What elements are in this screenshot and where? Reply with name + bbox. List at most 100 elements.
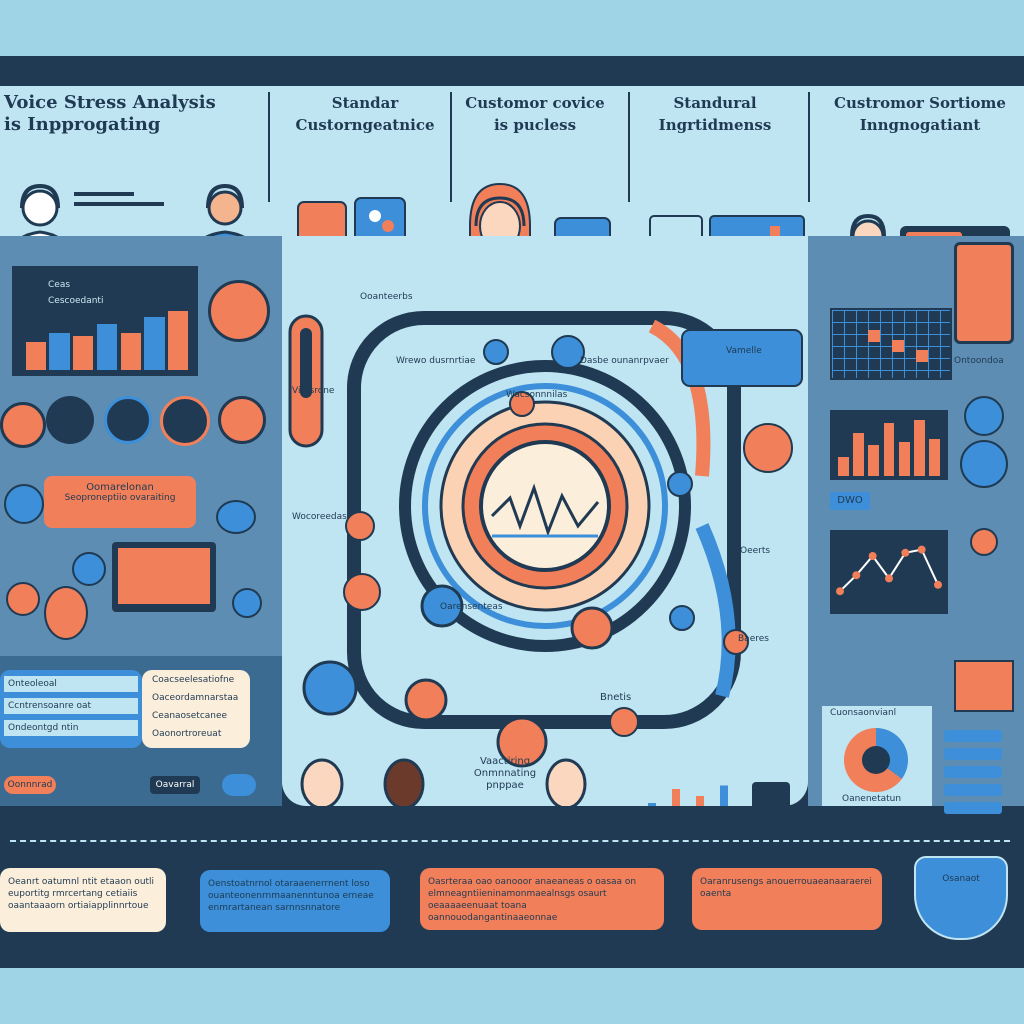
right-bar [883,423,895,476]
face-icon [0,402,46,448]
chat-icon [216,500,256,534]
timeline-line [10,840,1010,842]
left-bar [25,342,47,370]
header-col2-line1: Standar [331,94,399,112]
header-col4-line2: Ingrtidmenss [658,116,772,134]
flow-label: Viatsrone [292,386,335,396]
callout-subtitle: Seoproneptiio ovaraiting [64,493,176,503]
right-bars [836,414,942,476]
node-icon [723,629,749,655]
left-bar [73,335,94,370]
line-point [901,548,910,557]
bottom-label: Vaactiring Onmnnating pnppae [460,756,550,792]
settings-icon [218,396,266,444]
oavarral-button[interactable]: Oavarral [150,776,200,794]
alert-icon [160,396,210,446]
touch-icon [964,396,1004,436]
right-bar [853,432,865,476]
right-bar [928,438,940,476]
stat-pill [944,766,1002,778]
left-list-item: Ondeontgd ntin [4,720,138,736]
line-point [934,580,942,589]
flow-label: Vamelle [726,346,762,356]
header-col5-line1: Custromor Sortiome [834,94,1006,112]
stat-pill [944,802,1002,814]
header-col1: Voice Stress Analysis is Inpprogating [4,92,234,136]
stat-pill [944,784,1002,796]
fingerprint-icon [208,280,270,342]
donut-title: Cuonsaonvianl [830,708,897,718]
line-series [839,548,939,592]
node-icon [345,511,375,541]
callout-title: Oomarelonan [86,482,154,493]
left-bar [167,311,189,370]
center-bar [648,803,656,806]
chart-legend-item: Cescoedanti [48,296,104,306]
center-label: Wacsonnnilas [506,390,568,400]
line-point [868,552,877,560]
checklist: Coacseelesatiofne Oaceordamnarstaa Ceana… [142,670,250,748]
left-panel: Ceas Cescoedanti Oomarelonan Seopronepti… [0,236,282,656]
bottom-label-line: Onmnnating [473,768,537,779]
donut-chart [844,728,908,792]
footer-note: Oenstoatnrnol otaraaenerrnent loso ouant… [200,870,390,932]
center-bar [696,796,704,806]
node-icon [420,584,464,628]
header-col2-line2: Custorngeatnice [295,116,435,134]
left-list-item: Ccntrensoanre oat [4,698,138,714]
center-diagram [288,311,803,806]
node-icon [570,606,614,650]
record-icon [6,582,40,616]
left-list-panel: Onteoleoal Ccntrensoanre oat Ondeontgd n… [0,656,282,806]
left-bar [49,332,70,370]
agent-avatar-icon [383,758,425,806]
checklist-item: Ceanaosetcanee [152,711,228,721]
waveform-icon [479,440,611,572]
report-card [954,660,1014,712]
middle-ring [399,360,691,652]
woman-avatar-icon [44,586,88,640]
footer-note: Oeanrt oatumnl ntit etaaon outli euporti… [0,868,166,932]
flow-label: Oarensenteas [440,602,503,612]
agent-avatar-icon [545,758,587,806]
right-bar [913,420,925,476]
node-icon [343,573,381,611]
left-callout: Oomarelonan Seoproneptiio ovaraiting [44,476,196,528]
node-icon [667,471,693,497]
node-icon [669,605,695,631]
header-col3-line1: Customor covice [465,94,605,112]
header-col2: Standar Custorngeatnice [280,92,450,136]
left-bars [24,308,190,370]
node-icon [551,335,585,369]
hand-icon [104,396,152,444]
dwo-badge: DWO [830,492,870,510]
ring-text: Dasbe ounanrpvaer [580,356,669,366]
left-list-item: Onteoleoal [4,676,138,692]
play-button[interactable] [222,774,256,796]
pill-stack [944,730,1002,814]
right-bar-chart [830,410,948,480]
right-line-chart [830,530,948,614]
stat-pill [944,748,1002,760]
shield-badge: Osanaot [914,856,1008,940]
checklist-item: Oaonortroreuat [152,729,222,739]
oonnnrad-button[interactable]: Oonnnrad [4,776,56,794]
chart-legend-item: Ceas [48,280,71,290]
stat-pill [944,730,1002,742]
left-bar [144,317,165,370]
bottom-label-line: Vaactiring [479,756,531,767]
infographic-board: Voice Stress Analysis is Inpprogating St… [0,56,1024,968]
line-point [836,587,844,596]
node-icon [496,716,548,768]
agent-avatar-icon [300,758,344,806]
line-point [852,571,861,580]
header-col4: Standural Ingrtidmenss [635,92,795,136]
header-col1-line2: is Inpprogating [4,114,161,135]
center-bar [672,789,680,806]
right-bar [868,445,880,476]
flow-label: Baeres [738,634,769,644]
checklist-item: Oaceordamnarstaa [152,693,239,703]
line-point [917,545,926,554]
heatmap-chart [830,308,952,380]
footer-note: Oasrteraa oao oanooor anaeaneas o oasaa … [420,868,664,930]
